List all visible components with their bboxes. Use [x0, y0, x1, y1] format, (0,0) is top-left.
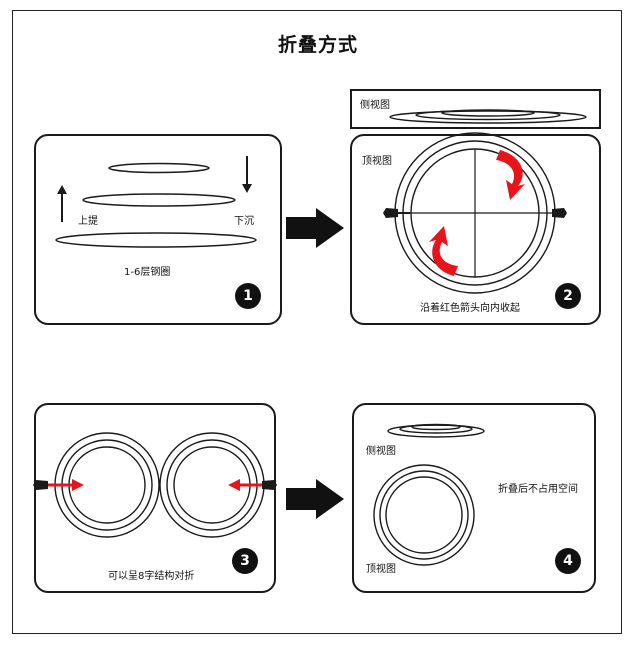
steel-rings-illustration: [55, 156, 257, 248]
ring-bottom: [55, 232, 257, 248]
label-down: 下沉: [234, 216, 254, 227]
step-4-badge: 4: [555, 548, 581, 574]
side-view-rings: [389, 109, 587, 124]
top-view-label: 顶视图: [366, 564, 396, 575]
red-arrow-right-icon: [48, 479, 84, 491]
step-3-badge: 3: [232, 548, 258, 574]
red-fold-arrow-top-icon: [496, 150, 525, 200]
folded-caption: 折叠后不占用空间: [498, 484, 578, 495]
folded-side-view-rings: [373, 423, 485, 566]
ring-top: [108, 162, 210, 174]
left-handle-icon: [383, 208, 410, 218]
arrow-down-icon: [242, 156, 252, 193]
arrow-up-icon: [57, 185, 67, 222]
outer-frame: [12, 10, 622, 634]
page-title: 折叠方式: [277, 34, 358, 56]
right-handle-icon: [552, 208, 567, 218]
right-handle-icon: [262, 480, 277, 490]
step-1-caption: 1-6层钢圈: [124, 267, 171, 278]
label-up: 上提: [78, 216, 98, 227]
figure-eight-rings: [33, 432, 277, 538]
side-view-label: 侧视图: [360, 100, 390, 111]
side-view-box: [350, 89, 601, 129]
side-view-label: 侧视图: [366, 446, 396, 457]
step-2-caption: 沿着红色箭头向内收起: [420, 303, 520, 314]
red-arrow-left-icon: [228, 479, 262, 491]
top-view-rings: [383, 132, 567, 294]
top-view-label: 顶视图: [362, 156, 392, 167]
next-step-arrow-icon: [286, 208, 344, 248]
step-1-badge: 1: [235, 283, 261, 309]
step-3-caption: 可以呈8字结构对折: [108, 571, 195, 582]
ring-middle: [82, 193, 236, 207]
left-handle-icon: [33, 480, 48, 490]
step-2-badge: 2: [555, 283, 581, 309]
red-fold-arrow-bottom-icon: [429, 226, 458, 276]
next-step-arrow-icon: [286, 479, 344, 519]
